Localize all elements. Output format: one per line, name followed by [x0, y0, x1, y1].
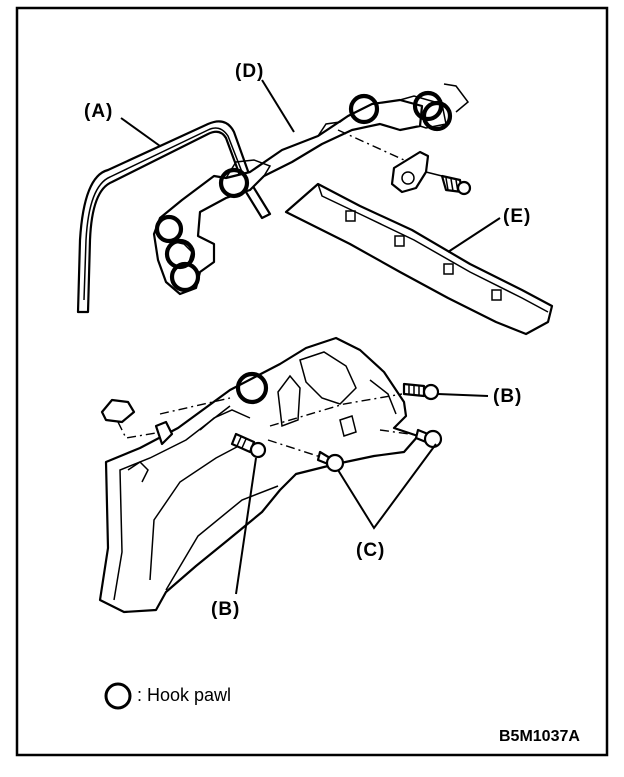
leader-lines — [120, 79, 501, 595]
screw-b-lower — [230, 432, 267, 459]
label-e: (E) — [503, 206, 531, 227]
clip-slot — [443, 263, 454, 275]
hook-pawl-icon — [235, 371, 269, 405]
clip-c-right — [414, 428, 443, 449]
clip-and-screw — [337, 129, 472, 196]
clip-slot — [394, 235, 405, 247]
clip-c-left — [316, 450, 345, 473]
hook-pawl-icon — [169, 261, 201, 293]
assembly-line — [379, 429, 425, 437]
label-b-lower: (B) — [211, 599, 240, 620]
screw-b-right — [402, 382, 440, 401]
hook-pawl-icon — [348, 93, 380, 125]
figure-code: B5M1037A — [499, 728, 580, 745]
label-b-right: (B) — [493, 386, 522, 407]
part-a-weatherstrip — [76, 120, 272, 314]
bracket-mark — [443, 83, 470, 113]
part-d-upper-trim — [152, 95, 447, 296]
hook-pawl-icon — [154, 214, 184, 244]
hook-pawl-circle-icon — [104, 682, 132, 710]
hook-pawl-icon — [421, 100, 453, 132]
label-a: (A) — [84, 101, 113, 122]
label-d: (D) — [235, 61, 264, 82]
assembly-line — [159, 397, 231, 415]
label-c: (C) — [356, 540, 385, 561]
part-e-pillar-trim — [284, 182, 554, 336]
assembly-line — [269, 393, 403, 427]
retaining-clip — [100, 398, 174, 446]
hook-pawls-part-d — [154, 90, 453, 293]
hook-pawl-icon — [218, 167, 250, 199]
clip-slot — [491, 289, 502, 301]
legend: : Hook pawl — [104, 682, 231, 710]
assembly-line — [267, 439, 331, 461]
lower-quarter-trim — [98, 336, 420, 614]
legend-text: : Hook pawl — [137, 685, 231, 705]
figure-border — [15, 6, 609, 757]
clip-slot — [345, 210, 356, 222]
hook-pawl-icon — [412, 90, 444, 122]
